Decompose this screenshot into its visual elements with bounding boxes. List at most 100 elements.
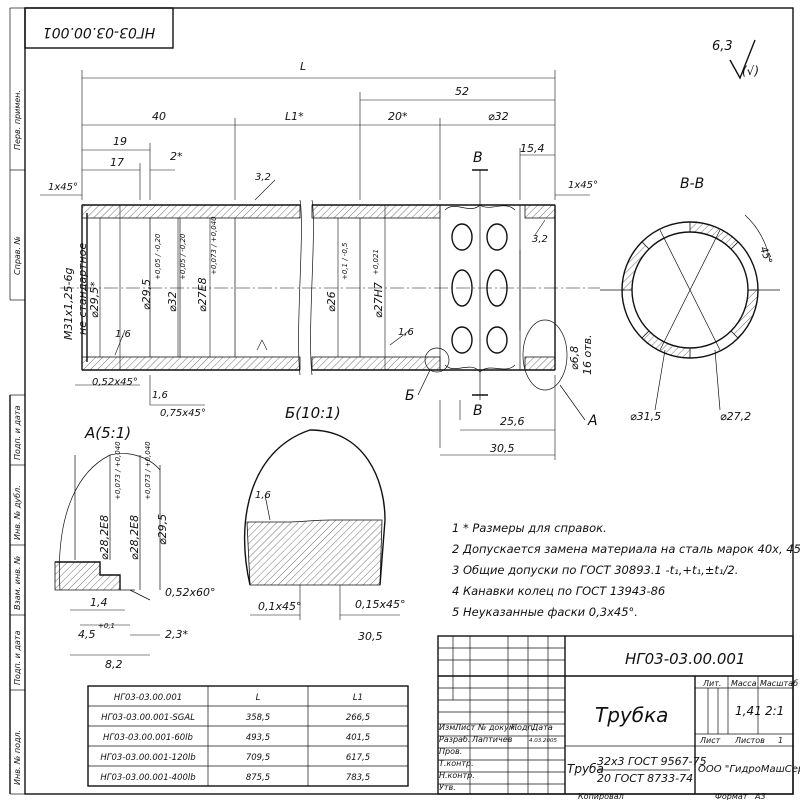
drawing-number-top: НГ03-03.00.001 — [43, 24, 155, 40]
title-block: НГ03-03.00.001 Трубка Лит. Масса Масштаб… — [437, 635, 800, 800]
svg-text:30,5: 30,5 — [490, 442, 515, 455]
svg-text:Масштаб: Масштаб — [760, 679, 798, 688]
svg-text:M31x1,25-6g: M31x1,25-6g — [62, 268, 75, 340]
title-block-name: Трубка — [595, 703, 668, 727]
svg-text:Листов: Листов — [734, 736, 765, 745]
svg-text:1,4: 1,4 — [90, 596, 108, 609]
title-block-company: ООО "ГидроМашСервис" — [698, 764, 800, 775]
svg-text:1,6: 1,6 — [152, 390, 168, 401]
title-block-material-1: 32x3 ГОСТ 9567-75 — [597, 755, 707, 768]
note-4: 4 Канавки колец по ГОСТ 13943-86 — [452, 584, 665, 598]
svg-text:2*: 2* — [170, 150, 183, 163]
note-5: 5 Неуказанные фаски 0,3x45°. — [452, 605, 638, 619]
svg-text:4.03.2005: 4.03.2005 — [529, 738, 557, 744]
svg-text:1,6: 1,6 — [398, 327, 414, 338]
svg-text:3,2: 3,2 — [255, 172, 271, 183]
note-2: 2 Допускается замена материала на сталь … — [452, 542, 800, 556]
svg-text:+0,021: +0,021 — [372, 249, 380, 275]
svg-text:Формат: Формат — [715, 792, 748, 800]
svg-text:Копировал: Копировал — [578, 792, 624, 800]
svg-text:№ докум.: № докум. — [477, 723, 517, 732]
svg-text:L: L — [300, 60, 306, 73]
svg-text:Пров.: Пров. — [439, 747, 462, 756]
svg-text:А3: А3 — [754, 792, 766, 800]
variants-table: НГ03-03.00.001 L L1 НГ03-03.00.001-SGAL … — [87, 685, 409, 787]
svg-text:0,1x45°: 0,1x45° — [258, 600, 302, 613]
title-block-mass: 1,41 — [735, 704, 762, 718]
main-view-tube — [60, 169, 600, 421]
svg-text:⌀32: ⌀32 — [166, 291, 179, 312]
detail-b: Б(10:1) 1,6 0,1x45° 0,15x45° 30,5 — [243, 404, 406, 643]
svg-text:4,5: 4,5 — [78, 628, 96, 641]
technical-notes: 1 * Размеры для справок. 2 Допускается з… — [452, 521, 800, 619]
side-label-vzam-inv: Взам. инв. № — [13, 556, 22, 610]
side-label-inv-podl: Инв. № подл. — [13, 730, 22, 785]
svg-text:Масса: Масса — [731, 679, 757, 688]
svg-text:Утв.: Утв. — [439, 783, 456, 792]
svg-text:+0,1: +0,1 — [98, 622, 115, 630]
variants-cell: НГ03-03.00.001-SGAL — [101, 713, 195, 723]
variants-cell: НГ03-03.00.001-120lb — [100, 753, 195, 763]
svg-text:+0,05 / -0,20: +0,05 / -0,20 — [179, 233, 187, 280]
svg-text:Б(10:1): Б(10:1) — [285, 404, 341, 422]
svg-text:8,2: 8,2 — [105, 658, 123, 671]
side-strip: Перв. примен. Справ. № Подп. и дата Инв.… — [13, 90, 22, 785]
svg-text:⌀32: ⌀32 — [488, 110, 509, 123]
svg-text:0,15x45°: 0,15x45° — [355, 598, 406, 611]
svg-text:45°: 45° — [757, 245, 773, 265]
note-1: 1 * Размеры для справок. — [452, 521, 607, 535]
section-vv: В-В 45° ⌀31,5 ⌀27,2 — [600, 176, 780, 423]
title-block-material-prefix: Труба — [567, 762, 604, 776]
svg-text:6,3: 6,3 — [712, 39, 733, 54]
svg-text:19: 19 — [113, 135, 127, 148]
detail-a: А(5:1) ⌀28,2E8 +0,073 / +0,040 ⌀28,2E8 +… — [54, 424, 216, 671]
svg-text:Подп.: Подп. — [511, 723, 535, 732]
variants-cell: 493,5 — [246, 733, 270, 743]
svg-text:+0,05 / -0,20: +0,05 / -0,20 — [154, 233, 162, 280]
svg-text:1,6: 1,6 — [255, 490, 271, 501]
side-label-sprav-no: Справ. № — [13, 236, 22, 275]
svg-text:3,2: 3,2 — [532, 234, 548, 245]
svg-text:⌀29,5: ⌀29,5 — [140, 279, 153, 310]
variants-cell: 401,5 — [346, 733, 370, 743]
svg-text:40: 40 — [152, 110, 166, 123]
svg-text:52: 52 — [455, 85, 469, 98]
note-3: 3 Общие допуски по ГОСТ 30893.1 -t₁,+t₁,… — [452, 563, 738, 577]
svg-text:Изм.: Изм. — [439, 723, 458, 732]
svg-text:+0,073 / +0,040: +0,073 / +0,040 — [114, 441, 122, 500]
svg-text:0,52x45°: 0,52x45° — [92, 377, 138, 388]
svg-text:⌀6,8: ⌀6,8 — [568, 346, 581, 370]
svg-text:⌀29,5: ⌀29,5 — [156, 514, 169, 545]
svg-text:А(5:1): А(5:1) — [84, 424, 131, 442]
svg-text:1,6: 1,6 — [115, 329, 131, 340]
svg-text:Лит.: Лит. — [702, 679, 721, 688]
variants-cell: НГ03-03.00.001-60lb — [103, 733, 193, 743]
svg-text:⌀28,2E8: ⌀28,2E8 — [128, 515, 141, 560]
svg-text:+0,1 / -0,5: +0,1 / -0,5 — [341, 242, 349, 280]
variants-cell: 266,5 — [346, 713, 370, 723]
variants-cell: НГ03-03.00.001-400lb — [100, 773, 195, 783]
title-block-material-2: 20 ГОСТ 8733-74 — [597, 772, 693, 785]
svg-text:Б: Б — [405, 388, 415, 404]
sheet-frame — [24, 7, 794, 795]
svg-text:⌀28,2E8: ⌀28,2E8 — [98, 515, 111, 560]
variants-cell: 709,5 — [246, 753, 270, 763]
svg-text:Лаптичев: Лаптичев — [471, 735, 513, 744]
svg-text:0,52x60°: 0,52x60° — [165, 586, 216, 599]
svg-text:В-В: В-В — [680, 176, 704, 192]
variants-cell: 783,5 — [346, 773, 370, 783]
title-block-code: НГ03-03.00.001 — [625, 650, 745, 668]
svg-text:16 отв.: 16 отв. — [581, 334, 594, 375]
svg-text:1: 1 — [778, 736, 783, 745]
svg-text:1x45°: 1x45° — [48, 182, 78, 193]
svg-text:+0,073 / +0,040: +0,073 / +0,040 — [144, 441, 152, 500]
side-label-podp-data-2: Подп. и дата — [13, 630, 22, 685]
variants-cell: 875,5 — [246, 773, 270, 783]
variants-col-0: НГ03-03.00.001 — [114, 693, 182, 703]
svg-text:L1*: L1* — [285, 110, 304, 123]
title-block-scale: 2:1 — [765, 704, 784, 718]
svg-text:0,75x45°: 0,75x45° — [160, 408, 206, 419]
svg-text:2,3*: 2,3* — [165, 628, 188, 641]
svg-text:⌀26: ⌀26 — [325, 291, 338, 312]
